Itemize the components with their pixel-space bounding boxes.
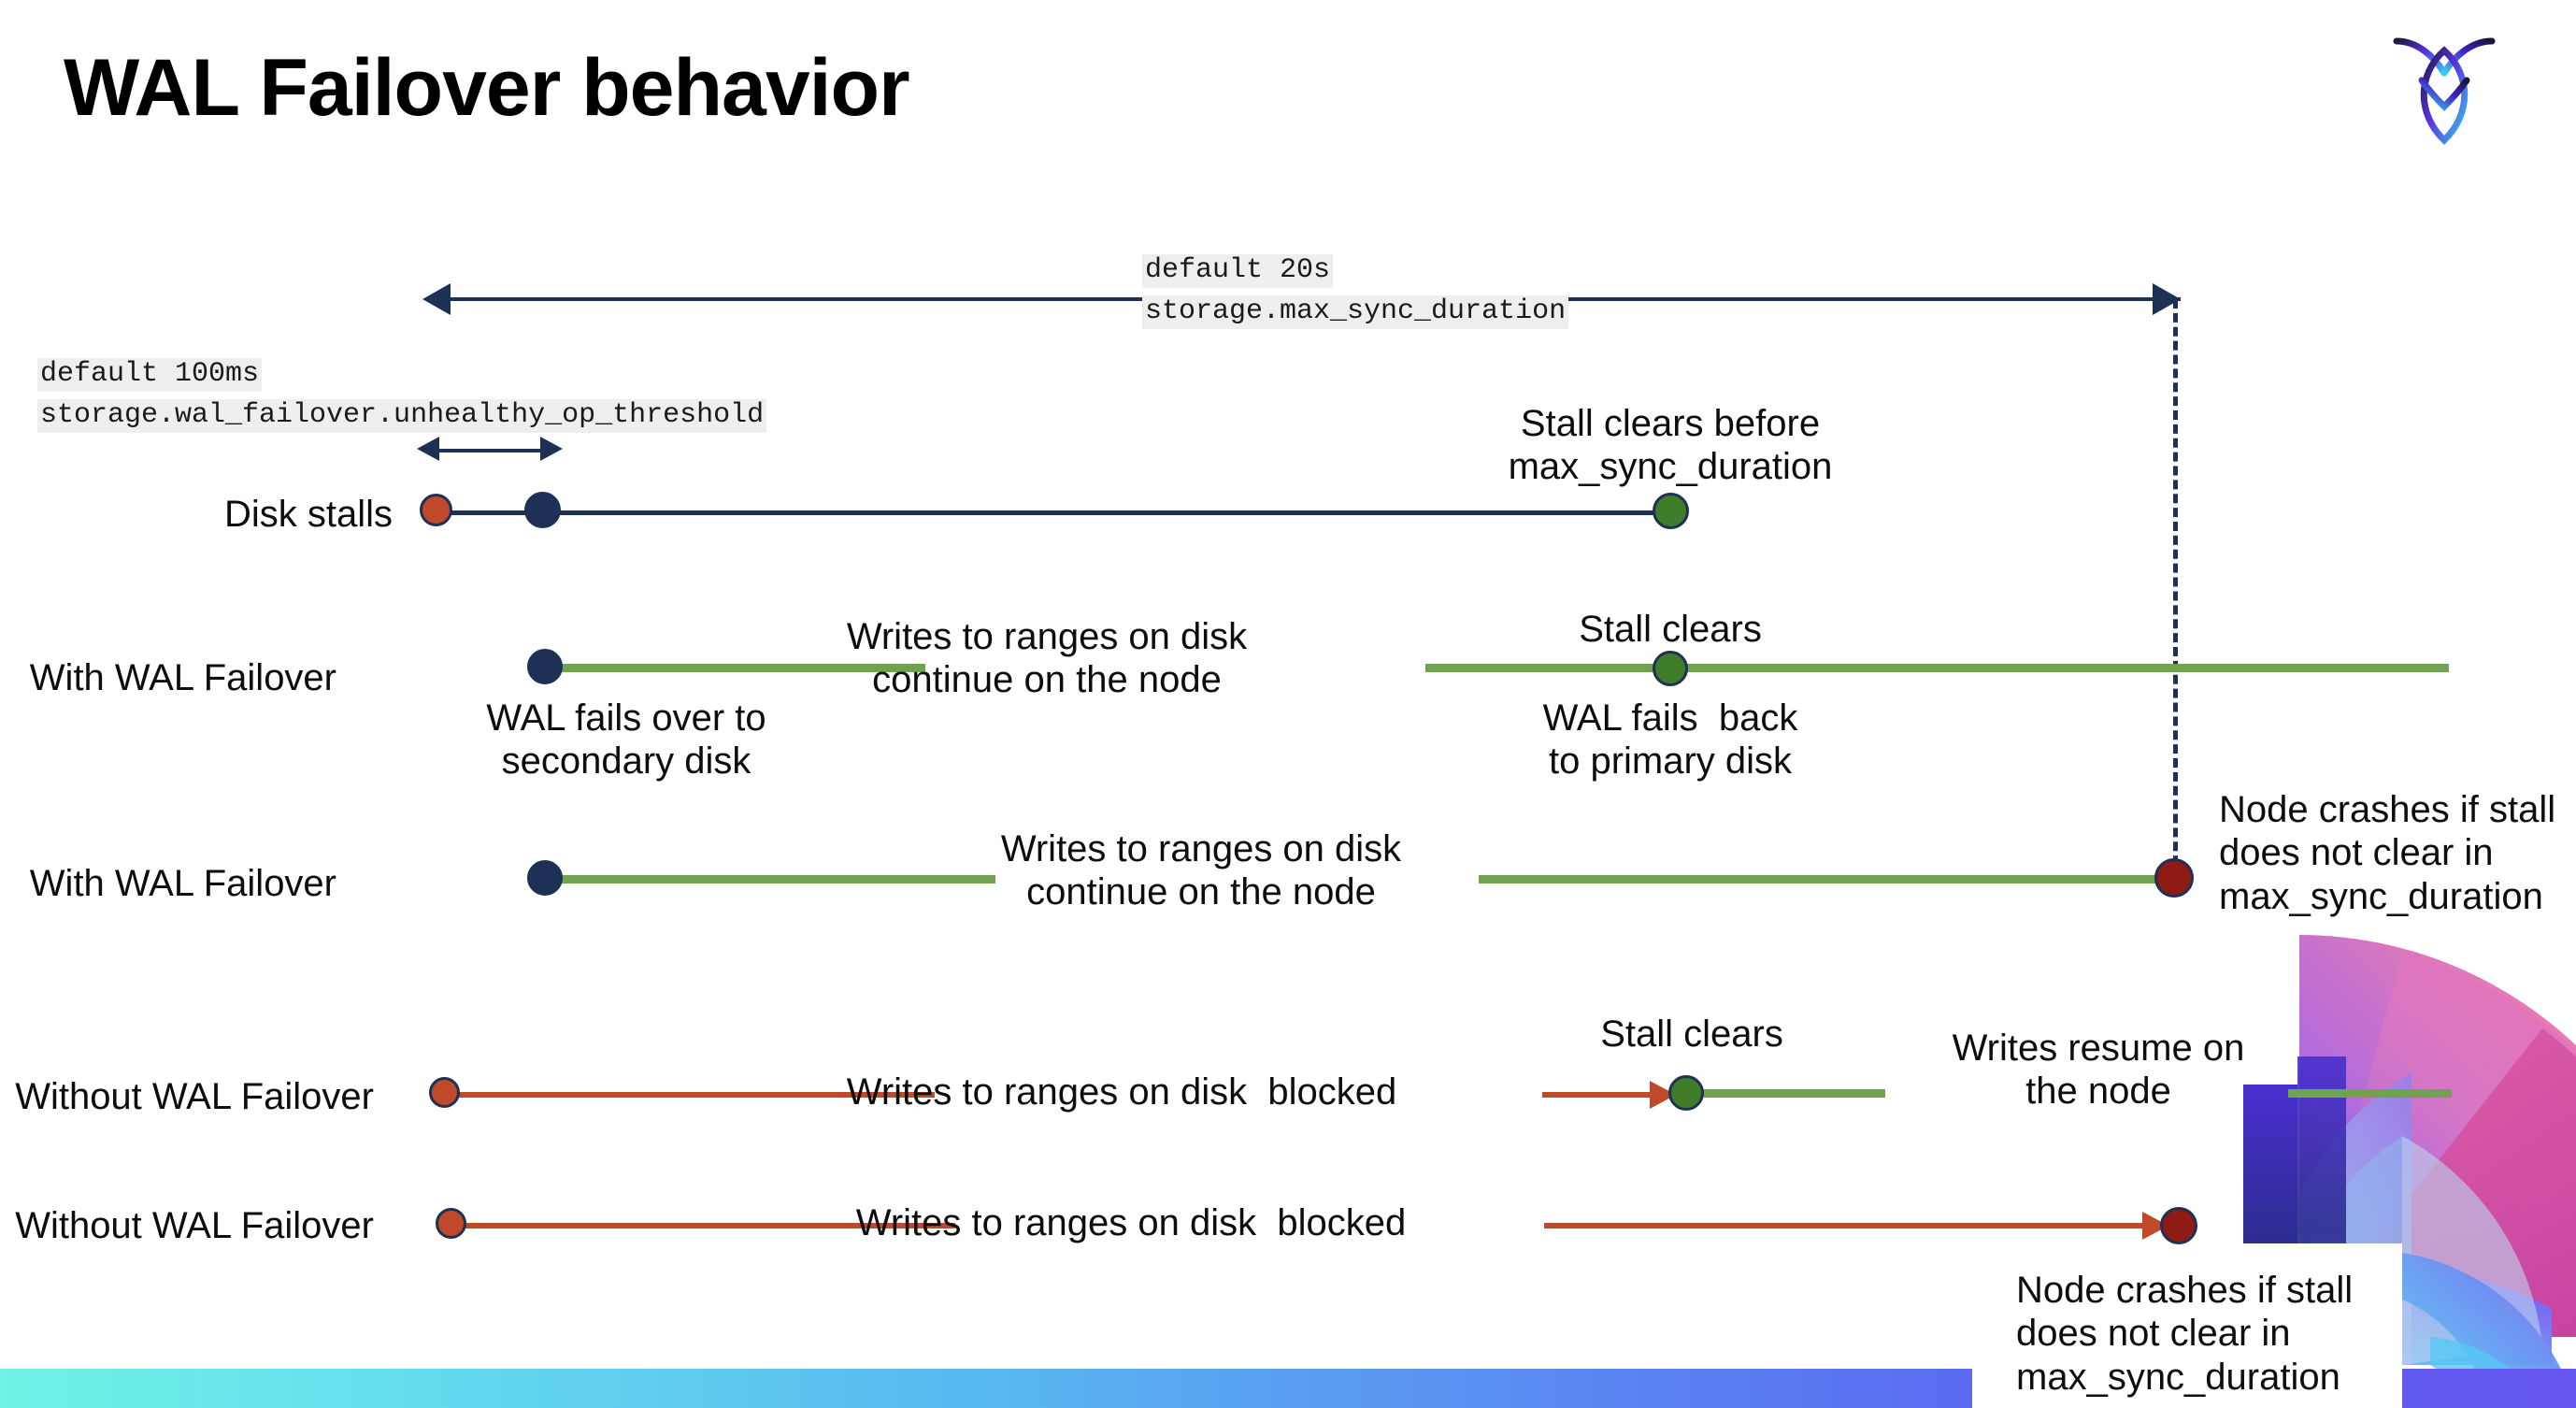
without-failover-stall-clear-node <box>1668 1075 1704 1111</box>
note-line-1: Stall clears before <box>1520 403 1821 444</box>
max-sync-dashed-dropline <box>2173 299 2178 879</box>
note-line-1: Node crashes if stall <box>2016 1270 2354 1311</box>
note-line-3: max_sync_duration <box>2219 875 2543 917</box>
without-failover-red-segment-2 <box>1542 1092 1673 1098</box>
note-line-2: continue on the node <box>872 659 1222 701</box>
note-line-1: Node crashes if stall <box>2219 789 2556 830</box>
artwork-left-mask <box>0 898 1963 1408</box>
wal-failover-crash-start-node <box>527 860 563 896</box>
wal-failover-green-segment-1 <box>547 664 925 672</box>
note-line-2: secondary disk <box>501 740 751 783</box>
row-label-with-wal-failover-2: With WAL Failover <box>29 863 336 904</box>
note-stall-clears-row2: Stall clears <box>1579 609 1762 650</box>
node-crash-callout-box <box>1972 1243 2402 1408</box>
note-line-2: does not clear in <box>2016 1313 2291 1355</box>
note-writes-blocked-2: Writes to ranges on disk blocked <box>855 1202 1407 1243</box>
unhealthy-op-arrow-right-icon <box>540 437 563 461</box>
note-line-3: max_sync_duration <box>2016 1356 2340 1398</box>
note-stall-clears-row4: Stall clears <box>1600 1013 1783 1055</box>
page-title: WAL Failover behavior <box>64 43 910 133</box>
note-line-1: Writes resume on <box>1952 1027 2245 1069</box>
max-sync-setting-chip: storage.max_sync_duration <box>1142 295 1569 329</box>
without-failover-red-segment-1 <box>449 1092 935 1098</box>
without-failover-start-node <box>429 1077 460 1108</box>
row-label-without-wal-failover-2: Without WAL Failover <box>15 1205 374 1246</box>
wal-failover-start-node <box>527 649 563 684</box>
wal-failover-crash-node <box>2154 858 2194 898</box>
note-line-1: WAL fails over to <box>486 697 766 739</box>
wal-failover-green-segment-2 <box>1425 664 2449 672</box>
unhealthy-op-arrow-left-icon <box>417 437 439 461</box>
note-line-1: WAL fails back <box>1542 697 1798 739</box>
note-line-2: continue on the node <box>1026 871 1376 913</box>
disk-stall-clear-node <box>1653 493 1689 529</box>
wal-failover-stall-clear-node <box>1653 651 1688 686</box>
max-sync-default-chip: default 20s <box>1142 254 1334 288</box>
unhealthy-op-span-line <box>437 449 540 453</box>
note-line-2: the node <box>2025 1070 2171 1113</box>
note-line-2: max_sync_duration <box>1508 446 1833 488</box>
without-failover-crash-red-segment-2 <box>1544 1223 2152 1228</box>
row-label-without-wal-failover-1: Without WAL Failover <box>15 1076 374 1117</box>
note-line-1: Writes to ranges on disk <box>1000 828 1402 869</box>
without-failover-crash-node <box>2160 1207 2197 1244</box>
cockroachdb-logo-icon <box>2389 28 2499 148</box>
max-sync-arrow-left-icon <box>422 283 451 315</box>
unhealthy-op-default-chip: default 100ms <box>37 358 263 392</box>
wal-failover-crash-green-segment-1 <box>547 875 995 884</box>
note-line-2: to primary disk <box>1548 740 1793 783</box>
without-failover-green-segment-1 <box>1694 1089 1885 1098</box>
note-line-2: does not clear in <box>2219 832 2494 874</box>
without-failover-crash-red-segment-1 <box>460 1223 955 1228</box>
row-label-disk-stalls: Disk stalls <box>223 494 393 535</box>
without-failover-green-segment-2 <box>2288 1089 2452 1098</box>
note-line-1: Writes to ranges on disk <box>846 616 1248 657</box>
row-label-with-wal-failover-1: With WAL Failover <box>29 657 336 698</box>
wal-failover-crash-green-segment-2 <box>1479 875 2170 884</box>
disk-stall-start-node <box>420 494 452 526</box>
disk-stall-failover-node <box>524 492 561 528</box>
disk-stalls-timeline <box>439 510 1673 515</box>
note-writes-blocked-1: Writes to ranges on disk blocked <box>846 1071 1397 1113</box>
unhealthy-op-setting-chip: storage.wal_failover.unhealthy_op_thresh… <box>37 399 767 433</box>
without-failover-crash-start-node <box>436 1208 466 1239</box>
